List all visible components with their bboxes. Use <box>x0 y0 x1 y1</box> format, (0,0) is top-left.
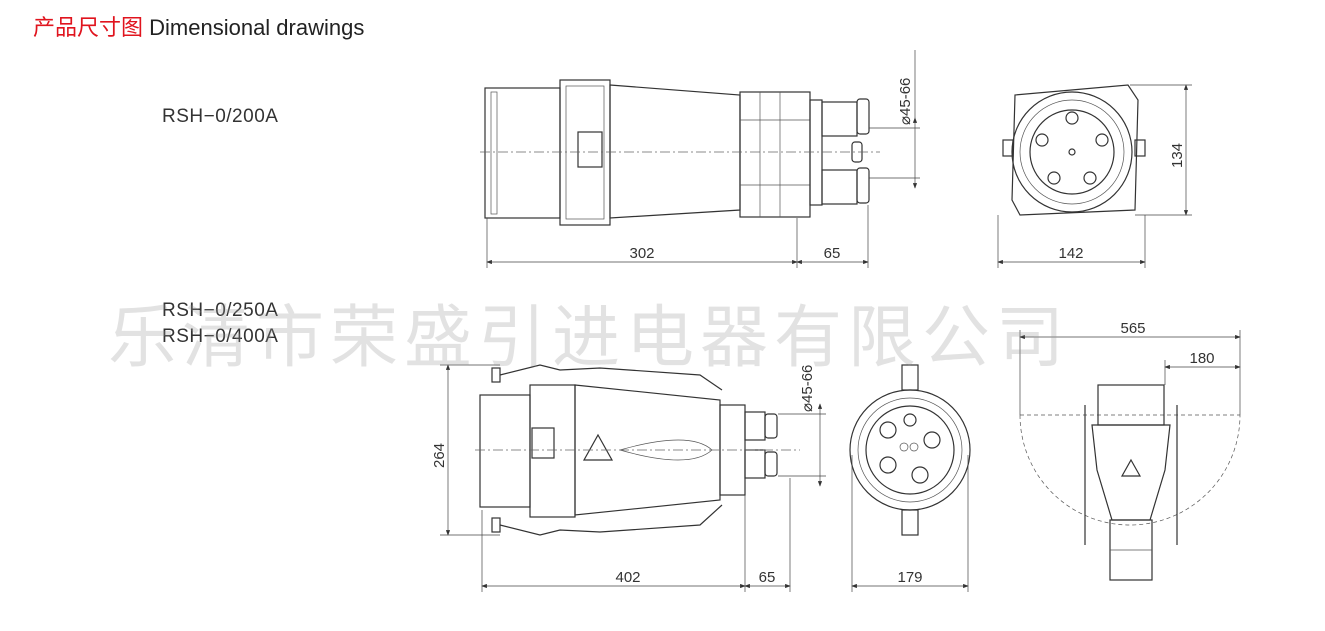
watermark: 乐清市荣盛引进电器有限公司 <box>108 299 1071 378</box>
front-view-200a <box>1002 84 1146 216</box>
top-view-400a <box>1019 384 1241 581</box>
dim-height-264: 264 <box>431 443 448 468</box>
dim-cable-diameter: ⌀45-66 <box>897 78 914 125</box>
dim-length-402: 402 <box>615 569 640 586</box>
side-view-200a <box>480 79 880 226</box>
title-english: Dimensional drawings <box>149 15 365 40</box>
dim-offset-180: 180 <box>1189 350 1214 367</box>
model-label-250a: RSH−0/250A <box>162 300 279 321</box>
dimension-lines-front-1 <box>997 84 1192 268</box>
side-view-400a <box>475 364 800 536</box>
title-chinese: 产品尺寸图 <box>33 15 144 40</box>
model-label-400a: RSH−0/400A <box>162 326 279 347</box>
dim-height-134: 134 <box>1169 143 1186 168</box>
front-view-400a <box>849 364 971 536</box>
dimension-lines-2 <box>440 364 826 592</box>
dimension-lines-front-2 <box>851 455 969 592</box>
dim-width-179: 179 <box>897 569 922 586</box>
dim-cable-diameter-2: ⌀45-66 <box>799 365 816 412</box>
page-title: 产品尺寸图 Dimensional drawings <box>33 10 364 42</box>
model-label-200a: RSH−0/200A <box>162 106 279 127</box>
dim-length-302: 302 <box>629 245 654 262</box>
dim-cable-65: 65 <box>824 245 841 262</box>
dim-width-142: 142 <box>1058 245 1083 262</box>
dim-cable-65-2: 65 <box>759 569 776 586</box>
dimension-lines-1 <box>486 50 920 268</box>
dimension-lines-top <box>1019 330 1241 415</box>
dim-overall-565: 565 <box>1120 320 1145 337</box>
